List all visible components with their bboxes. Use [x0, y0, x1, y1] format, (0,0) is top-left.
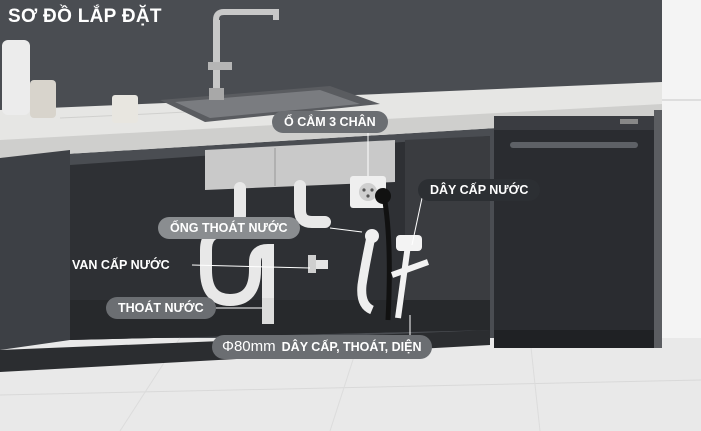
- valve-icon: [308, 255, 328, 273]
- label-drain-pipe: ỐNG THOÁT NƯỚC: [158, 217, 300, 239]
- sink-icon: [205, 140, 395, 190]
- side-cabinet: [662, 0, 701, 340]
- label-power-socket: Ổ CẮM 3 CHÂN: [272, 111, 388, 133]
- page-title: SƠ ĐỒ LẮP ĐẶT: [8, 6, 162, 27]
- canister: [30, 80, 56, 118]
- cup: [112, 95, 138, 123]
- faucet-icon: [208, 9, 279, 100]
- label-drain: THOÁT NƯỚC: [106, 297, 216, 319]
- hole-description: DÂY CẤP, THOÁT, DIỆN: [281, 340, 422, 354]
- hole-diameter: Φ80mm: [222, 338, 276, 355]
- label-water-supply-hose: DÂY CẤP NƯỚC: [418, 179, 541, 201]
- canister: [2, 40, 30, 115]
- dishwasher-icon: [494, 116, 654, 348]
- label-hole-spec: Φ80mm DÂY CẤP, THOÁT, DIỆN: [212, 335, 432, 359]
- label-water-valve: VAN CẤP NƯỚC: [72, 258, 170, 272]
